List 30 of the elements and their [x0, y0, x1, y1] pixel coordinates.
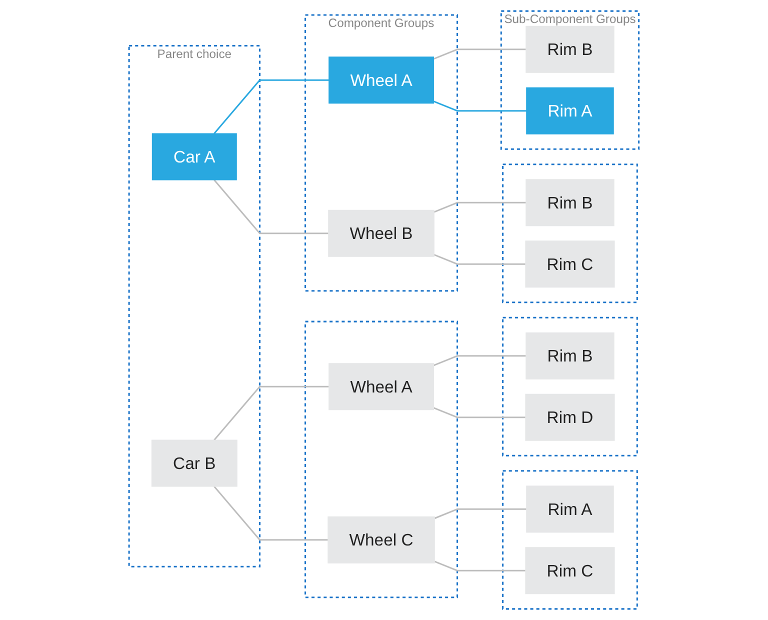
- connector: [434, 254, 526, 265]
- connector: [433, 100, 527, 112]
- connector: [214, 179, 329, 234]
- connector: [434, 508, 527, 520]
- connector: [433, 355, 526, 366]
- node-box: Rim A: [526, 486, 614, 533]
- cluster: [502, 316, 638, 456]
- node-box: Wheel B: [328, 210, 434, 257]
- node-box: Rim D: [525, 394, 615, 441]
- connector: [433, 48, 526, 60]
- connector: [214, 486, 328, 541]
- node-box: Rim B: [526, 179, 614, 226]
- node-box: Rim C: [525, 240, 615, 288]
- node-box: Rim B: [526, 26, 614, 73]
- cluster: [502, 164, 638, 304]
- cluster: [502, 470, 638, 610]
- connector: [214, 386, 329, 441]
- node-box: Rim A: [526, 87, 614, 134]
- node-box: Wheel C: [328, 516, 435, 564]
- connector: [434, 560, 526, 572]
- node-box: Wheel A: [328, 56, 434, 104]
- connector: [433, 407, 526, 418]
- connector: [214, 79, 329, 134]
- connector: [434, 202, 526, 213]
- node-box: Wheel A: [328, 363, 434, 410]
- node-box: Car A: [152, 133, 237, 180]
- cluster: [304, 320, 458, 598]
- node-box: Rim C: [525, 547, 615, 594]
- node-box: Car B: [152, 440, 238, 487]
- node-box: Rim B: [526, 332, 614, 380]
